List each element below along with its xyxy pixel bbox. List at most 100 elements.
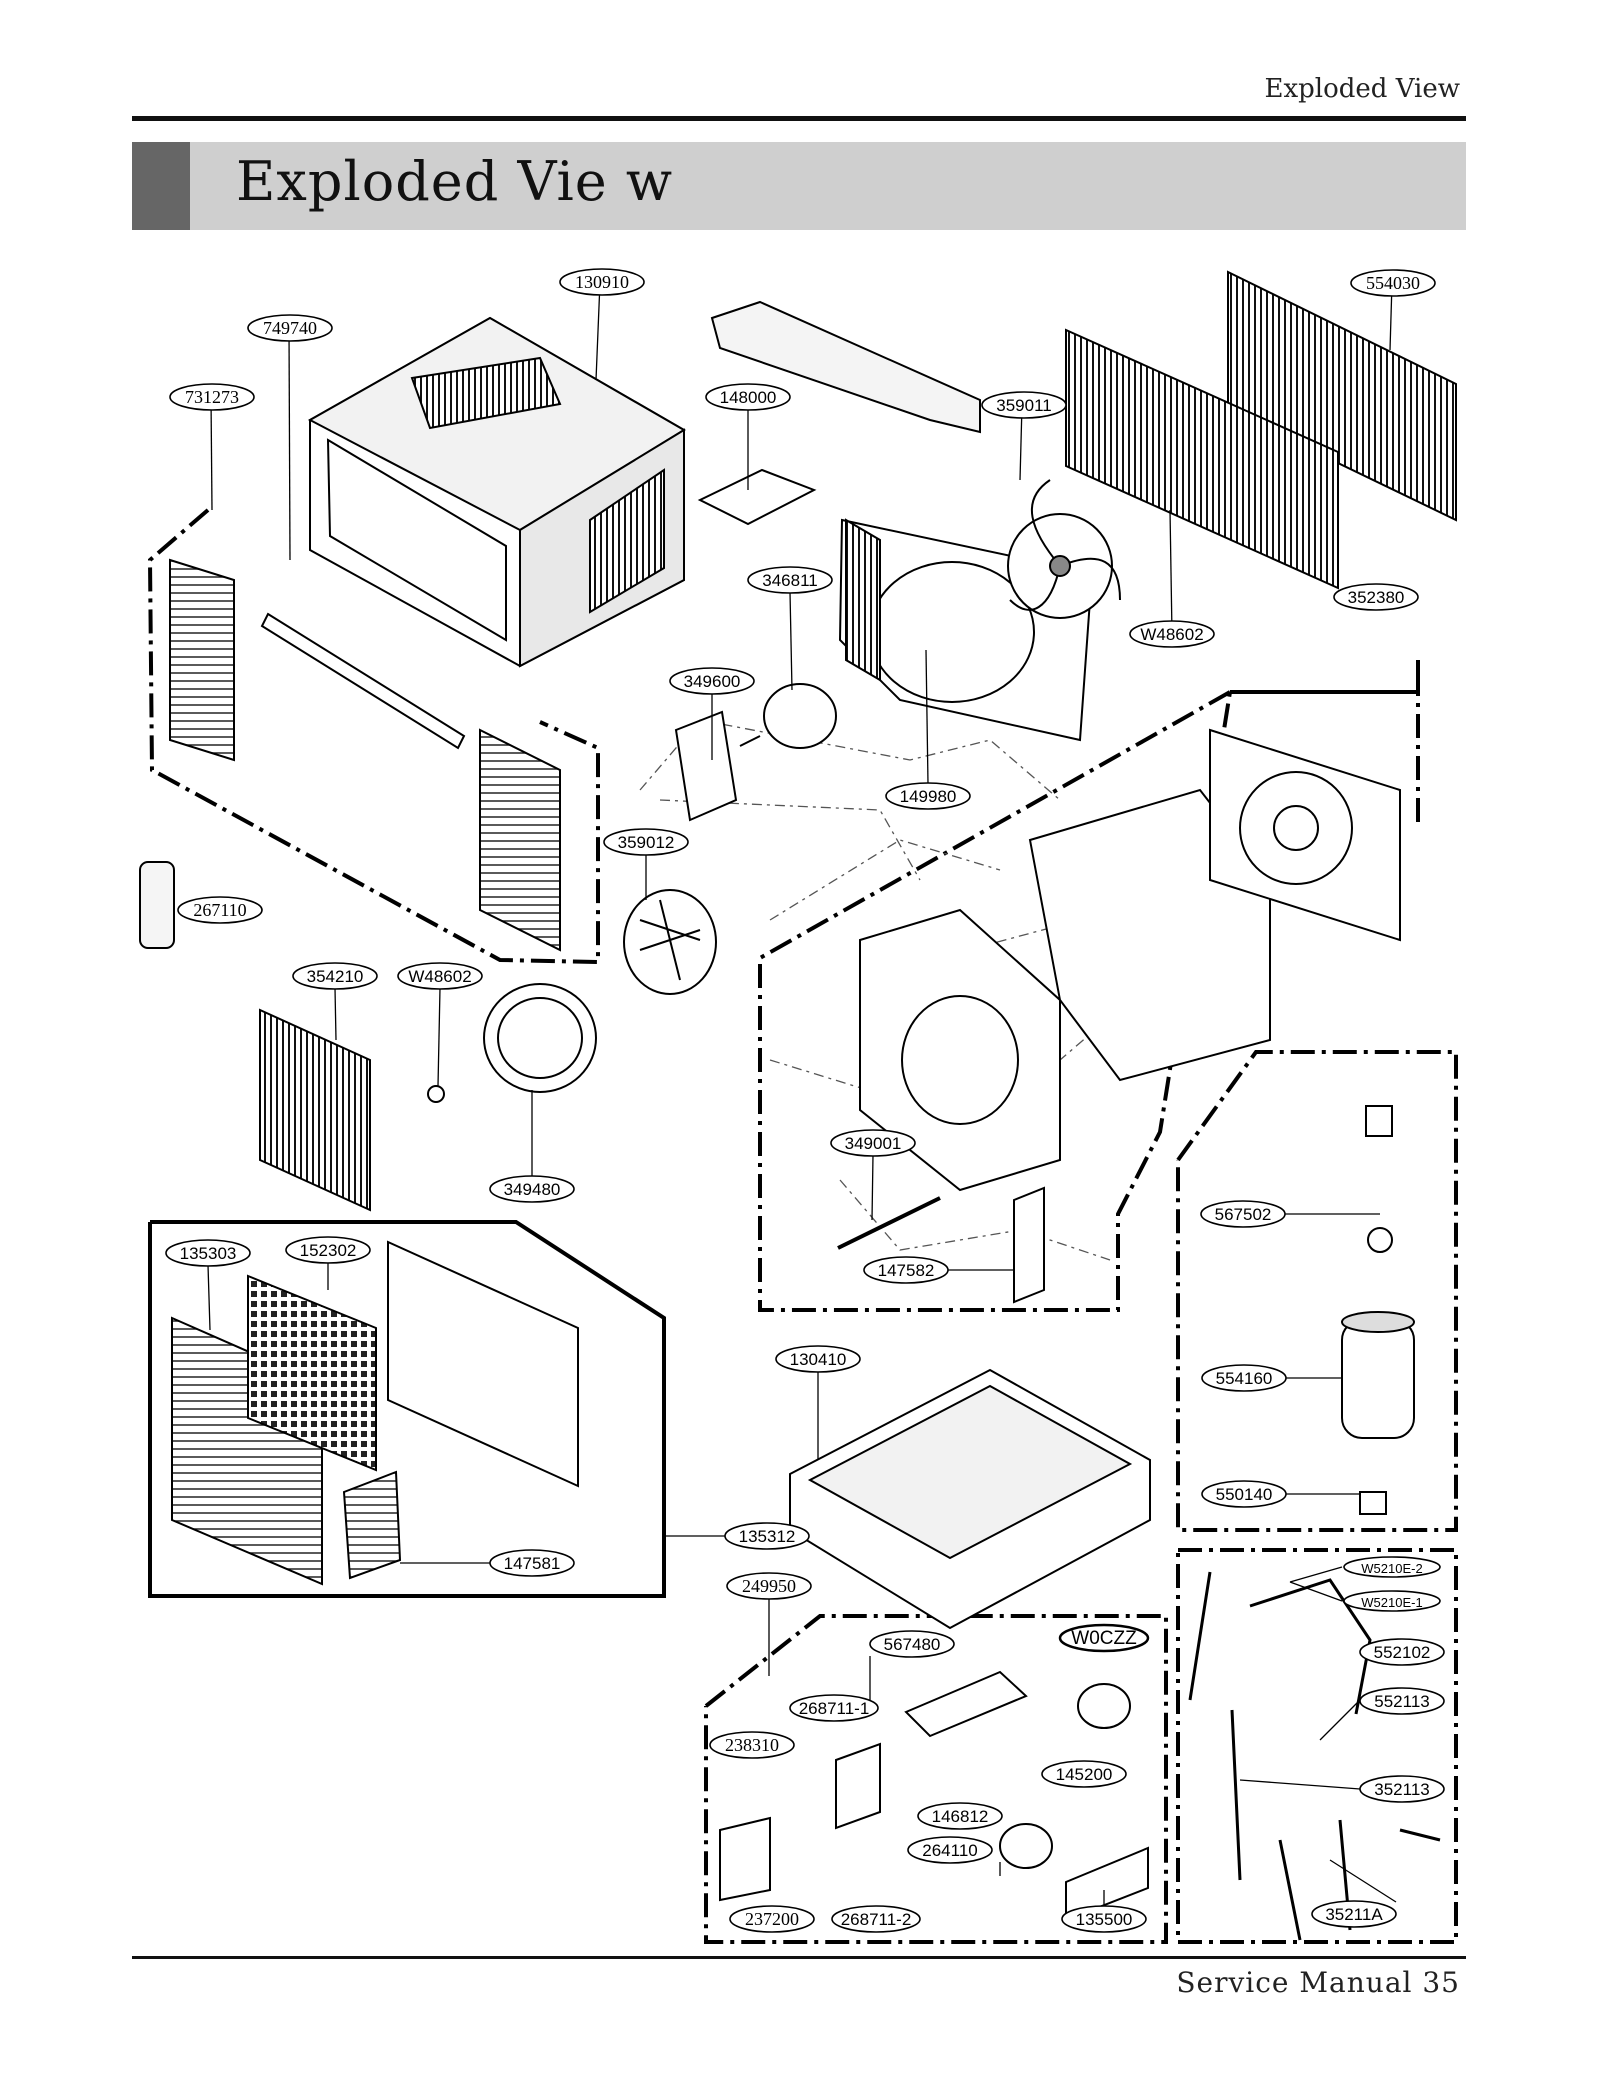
footer-page-info: Service Manual 35 (1176, 1966, 1460, 1999)
part-label-oval (559, 268, 645, 296)
part-label-147582: 147582 (863, 1256, 949, 1284)
part-label-oval (1343, 1556, 1441, 1578)
part-label-352113: 352113 (1359, 1775, 1445, 1803)
part-label-oval (603, 828, 689, 856)
part-front-panel (387, 1240, 579, 1488)
part-label-text: 346811 (762, 571, 817, 590)
bracket-352380 (1230, 660, 1420, 694)
part-label-oval (1359, 1775, 1445, 1803)
part-coil-354210 (259, 1008, 445, 1212)
part-remote-267110 (139, 861, 175, 949)
part-label-text: 135312 (739, 1527, 796, 1546)
part-label-text: 349480 (504, 1180, 561, 1199)
part-label-oval (831, 1905, 921, 1933)
part-label-359012: 359012 (603, 828, 689, 856)
part-label-oval (1200, 1200, 1286, 1228)
part-label-oval (247, 314, 333, 342)
part-label-w5210e-2: W5210E-2 (1343, 1556, 1441, 1578)
part-label-text: 731273 (185, 387, 239, 407)
part-label-149980: 149980 (885, 782, 971, 810)
part-label-text: 130910 (575, 272, 629, 292)
part-label-oval (789, 1694, 879, 1722)
part-label-oval (1129, 620, 1215, 648)
part-label-268711-1: 268711-1 (789, 1694, 879, 1722)
part-label-552102: 552102 (1359, 1638, 1445, 1666)
part-label-oval (729, 1905, 815, 1933)
part-label-text: 147582 (878, 1261, 935, 1280)
part-label-354210: 354210 (292, 962, 378, 990)
part-label-oval (1343, 1590, 1441, 1612)
part-label-130910: 130910 (559, 268, 645, 296)
part-label-text: 554030 (1366, 273, 1420, 293)
part-blower-359012 (623, 889, 717, 995)
part-label-text: 552113 (1374, 1692, 1429, 1711)
part-label-238310: 238310 (709, 1731, 795, 1759)
part-label-349001: 349001 (830, 1129, 916, 1157)
part-label-oval (165, 1239, 251, 1267)
part-label-147581: 147581 (489, 1549, 575, 1577)
part-label-text: 146812 (932, 1807, 989, 1826)
outline-compressor (1176, 1050, 1458, 1532)
part-label-145200: 145200 (1041, 1760, 1127, 1788)
part-top-bracket (710, 300, 981, 434)
part-label-oval (726, 1572, 812, 1600)
part-refrigerant-tubes (1188, 1571, 1441, 1941)
part-label-text: 352380 (1348, 588, 1405, 607)
part-label-text: 264110 (922, 1841, 977, 1860)
part-label-text: 237200 (745, 1909, 799, 1929)
part-label-oval (1058, 1623, 1150, 1653)
part-label-text: 354210 (307, 967, 364, 986)
part-label-oval (907, 1836, 993, 1864)
part-label-text: W5210E-2 (1361, 1561, 1422, 1576)
part-compressor-554160 (1341, 1105, 1415, 1515)
part-label-oval (1333, 583, 1419, 611)
part-label-oval (669, 667, 755, 695)
group-parts (139, 270, 1457, 1941)
part-label-text: 135303 (180, 1244, 237, 1263)
part-orifice-349480 (483, 983, 597, 1093)
part-label-oval (775, 1345, 861, 1373)
part-label-text: 349001 (845, 1134, 902, 1153)
part-motor-346811 (739, 683, 837, 749)
part-label-oval (177, 896, 263, 924)
part-label-268711-2: 268711-2 (831, 1905, 921, 1933)
part-label-text: 567502 (1215, 1205, 1272, 1224)
part-label-w48602b: W48602 (397, 962, 483, 990)
part-label-oval (830, 1129, 916, 1157)
part-base-bracket-148000 (697, 468, 817, 526)
outline-electrical (704, 1614, 1168, 1944)
part-label-text: 749740 (263, 318, 317, 338)
part-label-550140: 550140 (1201, 1480, 1287, 1508)
part-label-352380: 352380 (1333, 583, 1419, 611)
part-label-567502: 567502 (1200, 1200, 1286, 1228)
part-label-oval (709, 1731, 795, 1759)
part-label-130410: 130410 (775, 1345, 861, 1373)
part-label-oval (747, 566, 833, 594)
part-label-264110: 264110 (907, 1836, 993, 1864)
part-label-267110: 267110 (177, 896, 263, 924)
group-leader-lines (180, 281, 1397, 1907)
part-fan-359011 (1007, 479, 1121, 619)
part-motor-mount-349600 (674, 710, 738, 822)
part-label-text: W5210E-1 (1361, 1595, 1422, 1610)
part-label-554030: 554030 (1350, 269, 1436, 297)
part-label-text: W48602 (1140, 625, 1203, 644)
part-label-text: 349600 (684, 672, 741, 691)
part-label-w0czz: W0CZZ (1058, 1623, 1150, 1653)
part-front-frame (169, 558, 561, 952)
part-bracket-147582 (1013, 1186, 1045, 1304)
part-label-oval (1201, 1480, 1287, 1508)
part-label-text: 359011 (996, 396, 1051, 415)
part-label-oval (397, 962, 483, 990)
part-label-oval (724, 1522, 810, 1550)
part-louver-147581 (342, 1470, 402, 1580)
part-label-359011: 359011 (981, 391, 1067, 419)
part-label-567480: 567480 (869, 1630, 955, 1658)
part-label-oval (489, 1175, 575, 1203)
part-label-oval (1041, 1760, 1127, 1788)
part-label-237200: 237200 (729, 1905, 815, 1933)
part-filter-152302 (247, 1274, 377, 1472)
part-label-oval (705, 383, 791, 411)
